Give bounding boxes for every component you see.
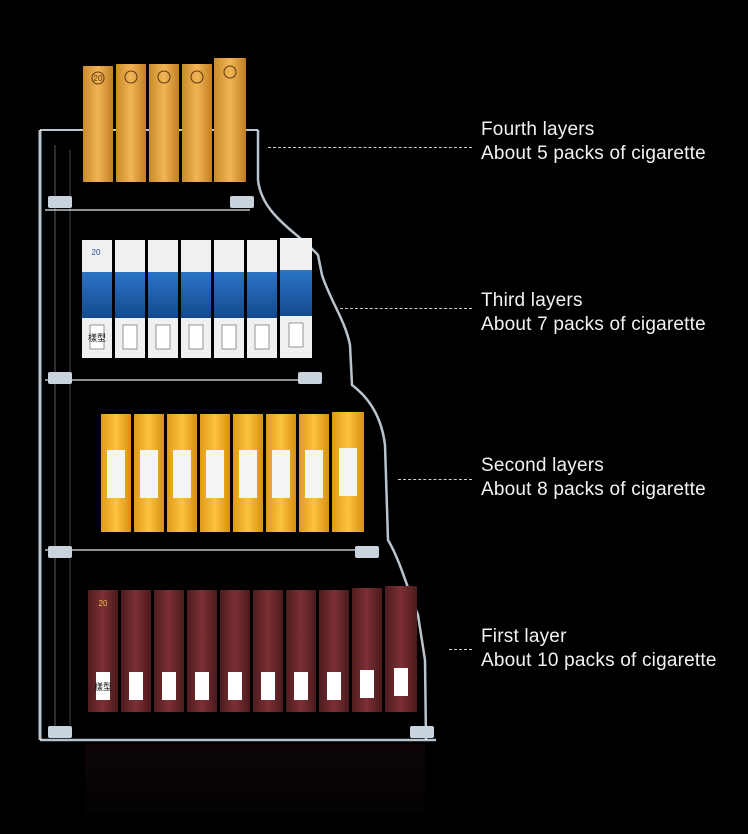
shelf-brackets	[48, 196, 434, 738]
pack	[220, 590, 250, 712]
pack	[266, 414, 296, 532]
layer-title: Third layers	[481, 290, 583, 311]
pack	[181, 240, 211, 358]
leader-line-fourth	[268, 147, 472, 148]
pack	[121, 590, 151, 712]
pack	[352, 588, 382, 712]
layer-capacity: About 5 packs of cigarette	[481, 143, 706, 164]
layer-title: First layer	[481, 626, 567, 647]
pack	[101, 414, 131, 532]
layer-capacity: About 7 packs of cigarette	[481, 314, 706, 335]
pack	[187, 590, 217, 712]
leader-line-first	[449, 649, 472, 650]
callout-second-layer: Second layers About 8 packs of cigarette	[481, 454, 706, 502]
pack	[253, 590, 283, 712]
pack	[233, 414, 263, 532]
layer-capacity: About 10 packs of cigarette	[481, 650, 717, 671]
pack	[116, 64, 146, 182]
pack	[182, 64, 212, 182]
callout-third-layer: Third layers About 7 packs of cigarette	[481, 289, 706, 337]
pack	[286, 590, 316, 712]
pack	[167, 414, 197, 532]
count-badge: 20	[92, 248, 101, 257]
second-layer-packs	[101, 412, 364, 532]
pack-front-marks: 樣型 樣型	[88, 332, 112, 693]
pack	[280, 238, 312, 358]
front-mark: 樣型	[94, 681, 112, 693]
layer-title: Second layers	[481, 455, 605, 476]
pack	[83, 66, 113, 182]
floor-reflection	[40, 742, 440, 834]
third-layer-packs	[82, 238, 312, 358]
front-mark: 樣型	[88, 332, 106, 344]
acrylic-stand	[38, 129, 436, 742]
pack	[200, 414, 230, 532]
pack	[88, 590, 118, 712]
layer-title: Fourth layers	[481, 119, 595, 140]
count-badge: 20	[94, 74, 103, 83]
pack	[115, 240, 145, 358]
pack	[332, 412, 364, 532]
count-badge: 20	[99, 599, 108, 608]
pack	[214, 240, 244, 358]
pack	[154, 590, 184, 712]
leader-line-second	[398, 479, 472, 480]
fourth-layer-packs	[83, 58, 246, 182]
leader-line-third	[340, 308, 472, 309]
pack	[319, 590, 349, 712]
callout-first-layer: First layer About 10 packs of cigarette	[481, 625, 717, 673]
pack	[148, 240, 178, 358]
pack	[149, 64, 179, 182]
pack-badges: 20 20 20	[92, 74, 108, 608]
pack	[299, 414, 329, 532]
callout-fourth-layer: Fourth layers About 5 packs of cigarette	[481, 118, 706, 166]
pack	[247, 240, 277, 358]
pack	[134, 414, 164, 532]
pack	[385, 586, 417, 712]
pack	[82, 240, 112, 358]
layer-capacity: About 8 packs of cigarette	[481, 479, 706, 500]
pack	[214, 58, 246, 182]
first-layer-packs	[88, 586, 417, 712]
